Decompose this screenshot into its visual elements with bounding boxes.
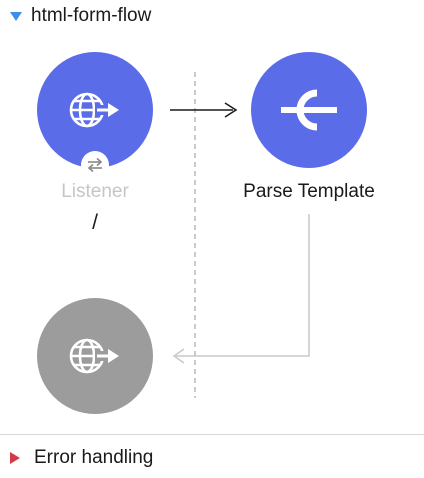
return-path-line bbox=[176, 214, 310, 357]
globe-arrow-icon bbox=[69, 338, 119, 374]
triangle-down-icon[interactable] bbox=[10, 11, 22, 21]
globe-arrow-icon bbox=[69, 92, 119, 128]
listener-path: / bbox=[92, 211, 98, 234]
parse-template-node[interactable] bbox=[251, 52, 367, 168]
listener-label: Listener bbox=[61, 181, 129, 202]
flow-header[interactable]: html-form-flow bbox=[10, 4, 151, 28]
listener-response-node[interactable] bbox=[37, 298, 153, 414]
flow-connectors bbox=[170, 72, 310, 398]
error-handling-label: Error handling bbox=[34, 447, 154, 468]
triangle-right-icon[interactable] bbox=[10, 452, 20, 464]
parse-template-label: Parse Template bbox=[243, 181, 375, 202]
listener-node[interactable] bbox=[37, 52, 153, 168]
swap-arrows-icon bbox=[87, 157, 103, 173]
return-arrow-head bbox=[172, 348, 185, 364]
listener-source-badge bbox=[81, 151, 109, 179]
flow-canvas: Listener / Parse Template bbox=[37, 52, 375, 414]
error-handling-header[interactable]: Error handling bbox=[10, 446, 153, 470]
parse-template-icon bbox=[281, 89, 337, 131]
flow-title: html-form-flow bbox=[31, 5, 152, 26]
section-divider bbox=[0, 434, 424, 435]
flow-arrow-head bbox=[224, 102, 238, 118]
